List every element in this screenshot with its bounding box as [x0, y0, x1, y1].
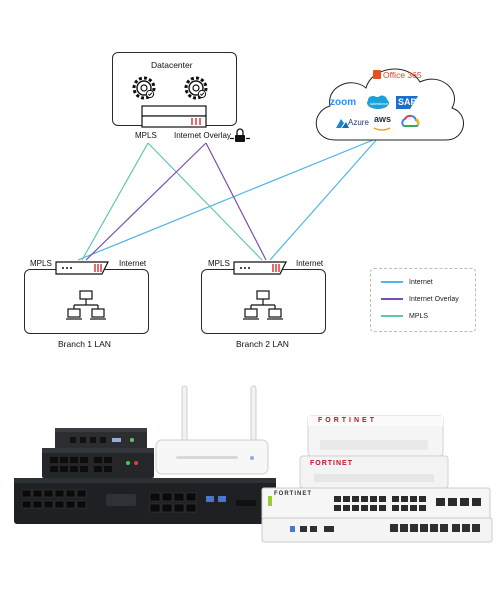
fortinet-logo-mid: FORTINET [310, 460, 353, 467]
wifi-gateway-device [156, 440, 268, 474]
mid-switch-device [42, 448, 154, 478]
fortinet-logo-rack: FORTINET [274, 491, 312, 497]
fortinet-logo-top: FORTINET [318, 417, 377, 424]
antenna-icon [251, 386, 256, 442]
large-rack-appliance [14, 478, 276, 524]
fortigate-rack-unit-bottom [262, 518, 492, 542]
antenna-icon [182, 386, 187, 442]
